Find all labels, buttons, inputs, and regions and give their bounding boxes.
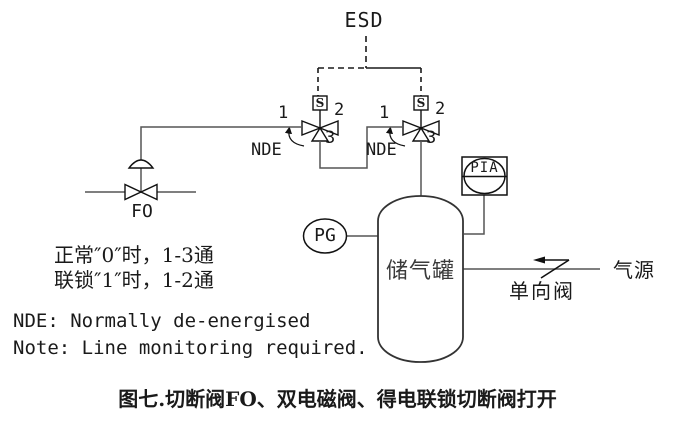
- pressure-gauge-circle: [302, 218, 348, 254]
- fo-actuator-diaphragm: [127, 159, 155, 169]
- esd-signal-lines: [317, 36, 422, 96]
- check-valve-diagonal: [540, 259, 570, 279]
- solenoid-valve-left: [284, 95, 339, 147]
- valve-triangle-port2-right: [419, 119, 440, 137]
- note-line-monitoring: Note: Line monitoring required.: [13, 337, 368, 359]
- fo-valve-triangle-right: [139, 183, 158, 201]
- fo-shutoff-valve: [124, 159, 158, 201]
- port-label-1-left: 1: [278, 103, 289, 123]
- nde-label-right: NDE: [366, 140, 397, 160]
- pia-instrument: [461, 156, 508, 196]
- solenoid-coil-letter-left: S: [315, 96, 325, 110]
- solenoid-coil-letter-right: S: [416, 96, 426, 110]
- check-valve-symbol: [533, 256, 570, 279]
- solenoid-transfer-line: [319, 126, 403, 169]
- port-label-2-right: 2: [435, 99, 446, 119]
- solenoid-valve-right: [385, 95, 440, 147]
- check-valve-label: 单向阀: [509, 279, 575, 303]
- port-label-3-left: 3: [325, 128, 336, 148]
- fo-to-solenoid-line: [140, 126, 302, 160]
- check-valve-arrowhead: [533, 256, 545, 264]
- fo-valve-triangle-left: [124, 183, 143, 201]
- nde-label-left: NDE: [251, 140, 282, 160]
- pia-connection-line: [464, 195, 485, 235]
- esd-label: ESD: [344, 8, 384, 32]
- port-label-3-right: 3: [426, 128, 437, 148]
- port-label-1-right: 1: [379, 103, 390, 123]
- valve-triangle-port1-left: [301, 119, 322, 137]
- pressure-gauge-label: PG: [314, 225, 336, 246]
- gas-source-label: 气源: [613, 258, 655, 282]
- gas-storage-tank: [377, 195, 464, 363]
- figure-caption: 图七.切断阀FO、双电磁阀、得电联锁切断阀打开: [118, 387, 557, 411]
- fo-valve-label: FO: [131, 201, 153, 222]
- port-label-2-left: 2: [334, 100, 345, 120]
- note-interlock-state: 联锁″1″时，1-2通: [54, 268, 214, 292]
- note-normal-state: 正常″0″时，1-3通: [54, 243, 214, 267]
- valve-triangle-port1-right: [402, 119, 423, 137]
- tank-label: 储气罐: [385, 259, 455, 284]
- note-nde-definition: NDE: Normally de-energised: [13, 310, 311, 332]
- nde-arrow-left: [284, 126, 305, 147]
- valve-triangle-port2-left: [318, 119, 339, 137]
- pia-label: PIA: [470, 160, 499, 176]
- nde-arrow-right: [385, 126, 406, 147]
